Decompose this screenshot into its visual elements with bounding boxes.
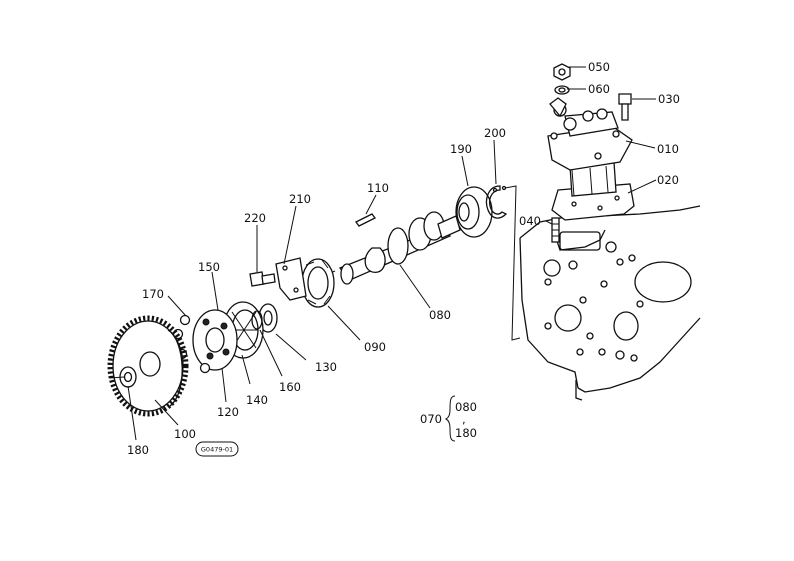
- nut-050-drawing: [553, 63, 571, 81]
- plate-150-drawing: [192, 309, 238, 371]
- group-070-callout: 070 080 , 180: [420, 395, 477, 442]
- engine-block-drawing: [519, 205, 701, 401]
- washer-060-drawing: [554, 85, 570, 95]
- label-010: 010: [657, 142, 679, 156]
- plate-210-drawing: [275, 257, 307, 301]
- label-110: 110: [367, 181, 389, 195]
- part-labels: 050 060 030 010 020 040 200 190 110 210 …: [127, 60, 680, 457]
- key-110-drawing: [355, 213, 376, 227]
- ring-160-drawing: [251, 310, 263, 330]
- label-140: 140: [246, 393, 268, 407]
- label-130: 130: [315, 360, 337, 374]
- label-170: 170: [142, 287, 164, 301]
- collar-130-drawing: [258, 303, 278, 333]
- bolt-220-drawing: [249, 271, 276, 287]
- label-050: 050: [588, 60, 610, 74]
- bolt-030-drawing: [618, 93, 632, 121]
- label-100: 100: [174, 427, 196, 441]
- camshaft-080-drawing: [317, 211, 461, 285]
- injection-pump-drawing: [547, 97, 635, 221]
- label-190: 190: [450, 142, 472, 156]
- label-070: 070: [420, 412, 442, 426]
- label-080: 080: [429, 308, 451, 322]
- label-060: 060: [588, 82, 610, 96]
- bearing-090-drawing: [301, 258, 335, 308]
- label-180: 180: [127, 443, 149, 457]
- group-brace: [444, 395, 456, 442]
- label-200: 200: [484, 126, 506, 140]
- drawing-reference-tag: G0479-01: [195, 441, 239, 457]
- label-150: 150: [198, 260, 220, 274]
- gear-100-drawing: [107, 315, 189, 417]
- drawing-ref-text: G0479-01: [201, 446, 233, 454]
- group-070-sep: ,: [462, 412, 466, 426]
- label-020: 020: [657, 173, 679, 187]
- leader-lines: [109, 66, 657, 441]
- circlip-200-drawing: [485, 185, 508, 219]
- label-120: 120: [217, 405, 239, 419]
- label-090: 090: [364, 340, 386, 354]
- group-070-top: 080: [455, 400, 477, 414]
- stud-040-drawing: [551, 217, 560, 243]
- label-210: 210: [289, 192, 311, 206]
- label-040: 040: [519, 214, 541, 228]
- label-030: 030: [658, 92, 680, 106]
- label-160: 160: [279, 380, 301, 394]
- label-220: 220: [244, 211, 266, 225]
- group-070-bottom: 180: [455, 426, 477, 440]
- bearing-190-drawing: [455, 186, 493, 238]
